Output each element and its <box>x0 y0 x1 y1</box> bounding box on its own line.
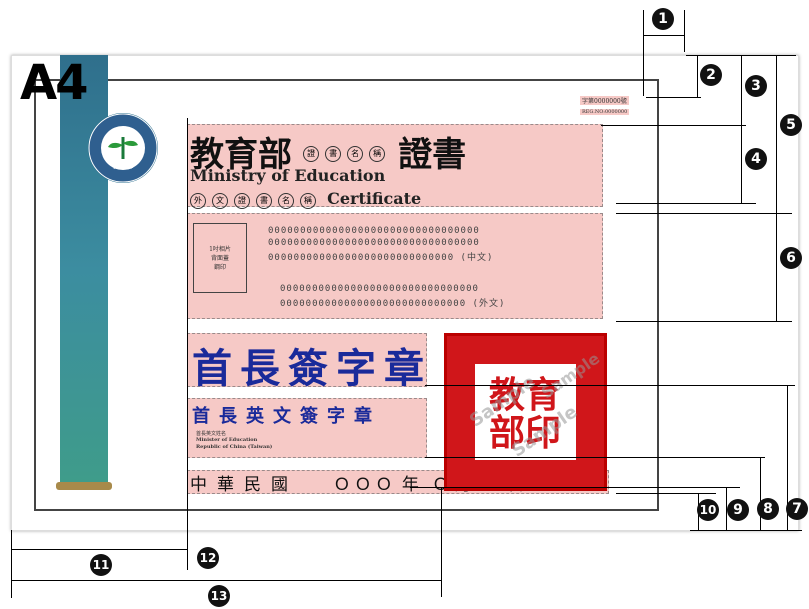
ministry-emblem: 教育部 <box>88 113 158 183</box>
callout-13: 13 <box>208 585 230 607</box>
guide-1-left <box>643 10 644 96</box>
guide-serial <box>646 97 701 98</box>
minister-title: Minister of Education <box>196 437 258 443</box>
title-zh-end: 證書 <box>398 135 467 175</box>
callout-11: 11 <box>90 554 112 576</box>
body-row-1: 000000000000000000000000000000000 <box>268 226 480 236</box>
emblem-center-text: 教育部 <box>112 162 134 170</box>
serial-number-zh: 字第0000000號 <box>580 96 629 105</box>
subtitle-certificate: Certificate <box>327 189 422 208</box>
body-row-5: 00000000000000000000000000000 (外文) <box>280 299 506 309</box>
subtitle-circle-2: 證 <box>234 193 250 209</box>
photo-box-line3: 鋼印 <box>213 264 226 271</box>
body-row-3: 00000000000000000000000000000 (中文) <box>268 253 494 263</box>
dimension-9 <box>726 487 727 530</box>
subtitle-circle-4: 名 <box>278 193 294 209</box>
dimension-3 <box>741 55 742 125</box>
dimension-5 <box>776 55 777 213</box>
guide-body-bottom <box>616 321 792 322</box>
header-block <box>187 124 603 207</box>
title-zh-main: 教育部 <box>190 135 292 175</box>
subtitle-circle-0: 外 <box>190 193 206 209</box>
body-row-4: 0000000000000000000000000000000 <box>280 284 479 294</box>
callout-2: 2 <box>700 64 722 86</box>
dimension-4 <box>741 125 742 203</box>
guide-11-vertical-left <box>11 530 12 598</box>
guide-body-top <box>616 213 792 214</box>
callout-5: 5 <box>780 114 802 136</box>
serial-number-en: REG.NO:0000000 <box>580 109 630 115</box>
emblem-icon <box>88 113 158 183</box>
date-era: 中華民國 <box>190 475 298 495</box>
guide-13-vertical <box>441 487 442 597</box>
date-year: ＯＯＯ <box>333 475 397 495</box>
callout-10: 10 <box>697 499 719 521</box>
title-circled-group: 證書名稱 <box>303 141 391 162</box>
subtitle-en: Ministry of Education <box>190 166 386 185</box>
body-row-2: 000000000000000000000000000000000 <box>268 238 480 248</box>
callout-8: 8 <box>757 498 779 520</box>
title-circle-0: 證 <box>303 146 320 162</box>
dimension-8 <box>760 457 761 530</box>
body-block <box>187 213 603 319</box>
title-circle-3: 稱 <box>369 146 386 162</box>
title-zh: 教育部 證書名稱 證書 <box>190 127 466 176</box>
dimension-7 <box>787 385 788 530</box>
date-year-suffix: 年 <box>401 475 419 495</box>
official-seal: 教育部印 Sample Sample Sample <box>444 333 607 491</box>
dimension-2 <box>697 55 698 98</box>
seal-glyphs: 教育部印 <box>488 374 561 454</box>
title-circle-1: 書 <box>325 146 342 162</box>
ribbon-base <box>56 482 112 490</box>
dimension-6 <box>776 213 777 321</box>
subtitle-circle-3: 書 <box>256 193 272 209</box>
photo-box-line1: 1吋相片 <box>209 246 231 253</box>
callout-6: 6 <box>780 247 802 269</box>
signature-en-block <box>187 398 427 458</box>
dimension-11 <box>11 549 187 550</box>
guide-12-vertical <box>187 118 188 570</box>
guide-sig1 <box>425 385 795 386</box>
callout-12: 12 <box>197 547 219 569</box>
subtitle-row: 外文證書名稱 Certificate <box>190 188 421 209</box>
minister-name-label: 首長英文姓名 <box>196 431 227 437</box>
title-circle-2: 名 <box>347 146 364 162</box>
signature-en: 首長英文簽字章 <box>192 406 381 427</box>
guide-date1 <box>410 487 740 488</box>
callout-3: 3 <box>745 75 767 97</box>
seal-inner <box>469 358 582 466</box>
dimension-1 <box>643 35 684 36</box>
subtitle-circle-1: 文 <box>212 193 228 209</box>
signature-zh-block <box>187 333 427 387</box>
guide-sig2 <box>425 457 765 458</box>
guide-header-bottom <box>616 203 756 204</box>
guide-header-top <box>601 125 746 126</box>
dimension-13 <box>11 580 441 581</box>
minister-country: Republic of China (Taiwan) <box>196 444 273 450</box>
page-size-label: A4 <box>20 55 89 111</box>
callout-1: 1 <box>652 8 674 30</box>
callout-9: 9 <box>727 499 749 521</box>
photo-box: 1吋相片 背面蓋 鋼印 <box>193 223 247 293</box>
subtitle-circle-5: 稱 <box>300 193 316 209</box>
signature-zh: 首長簽字章 <box>192 345 432 392</box>
callout-4: 4 <box>745 148 767 170</box>
guide-date2 <box>616 493 716 494</box>
guide-bottom <box>690 530 802 531</box>
callout-7: 7 <box>786 498 808 520</box>
sub-circled-group: 外文證書名稱 <box>190 188 322 209</box>
guide-1-right <box>684 10 685 52</box>
photo-box-line2: 背面蓋 <box>210 255 229 262</box>
